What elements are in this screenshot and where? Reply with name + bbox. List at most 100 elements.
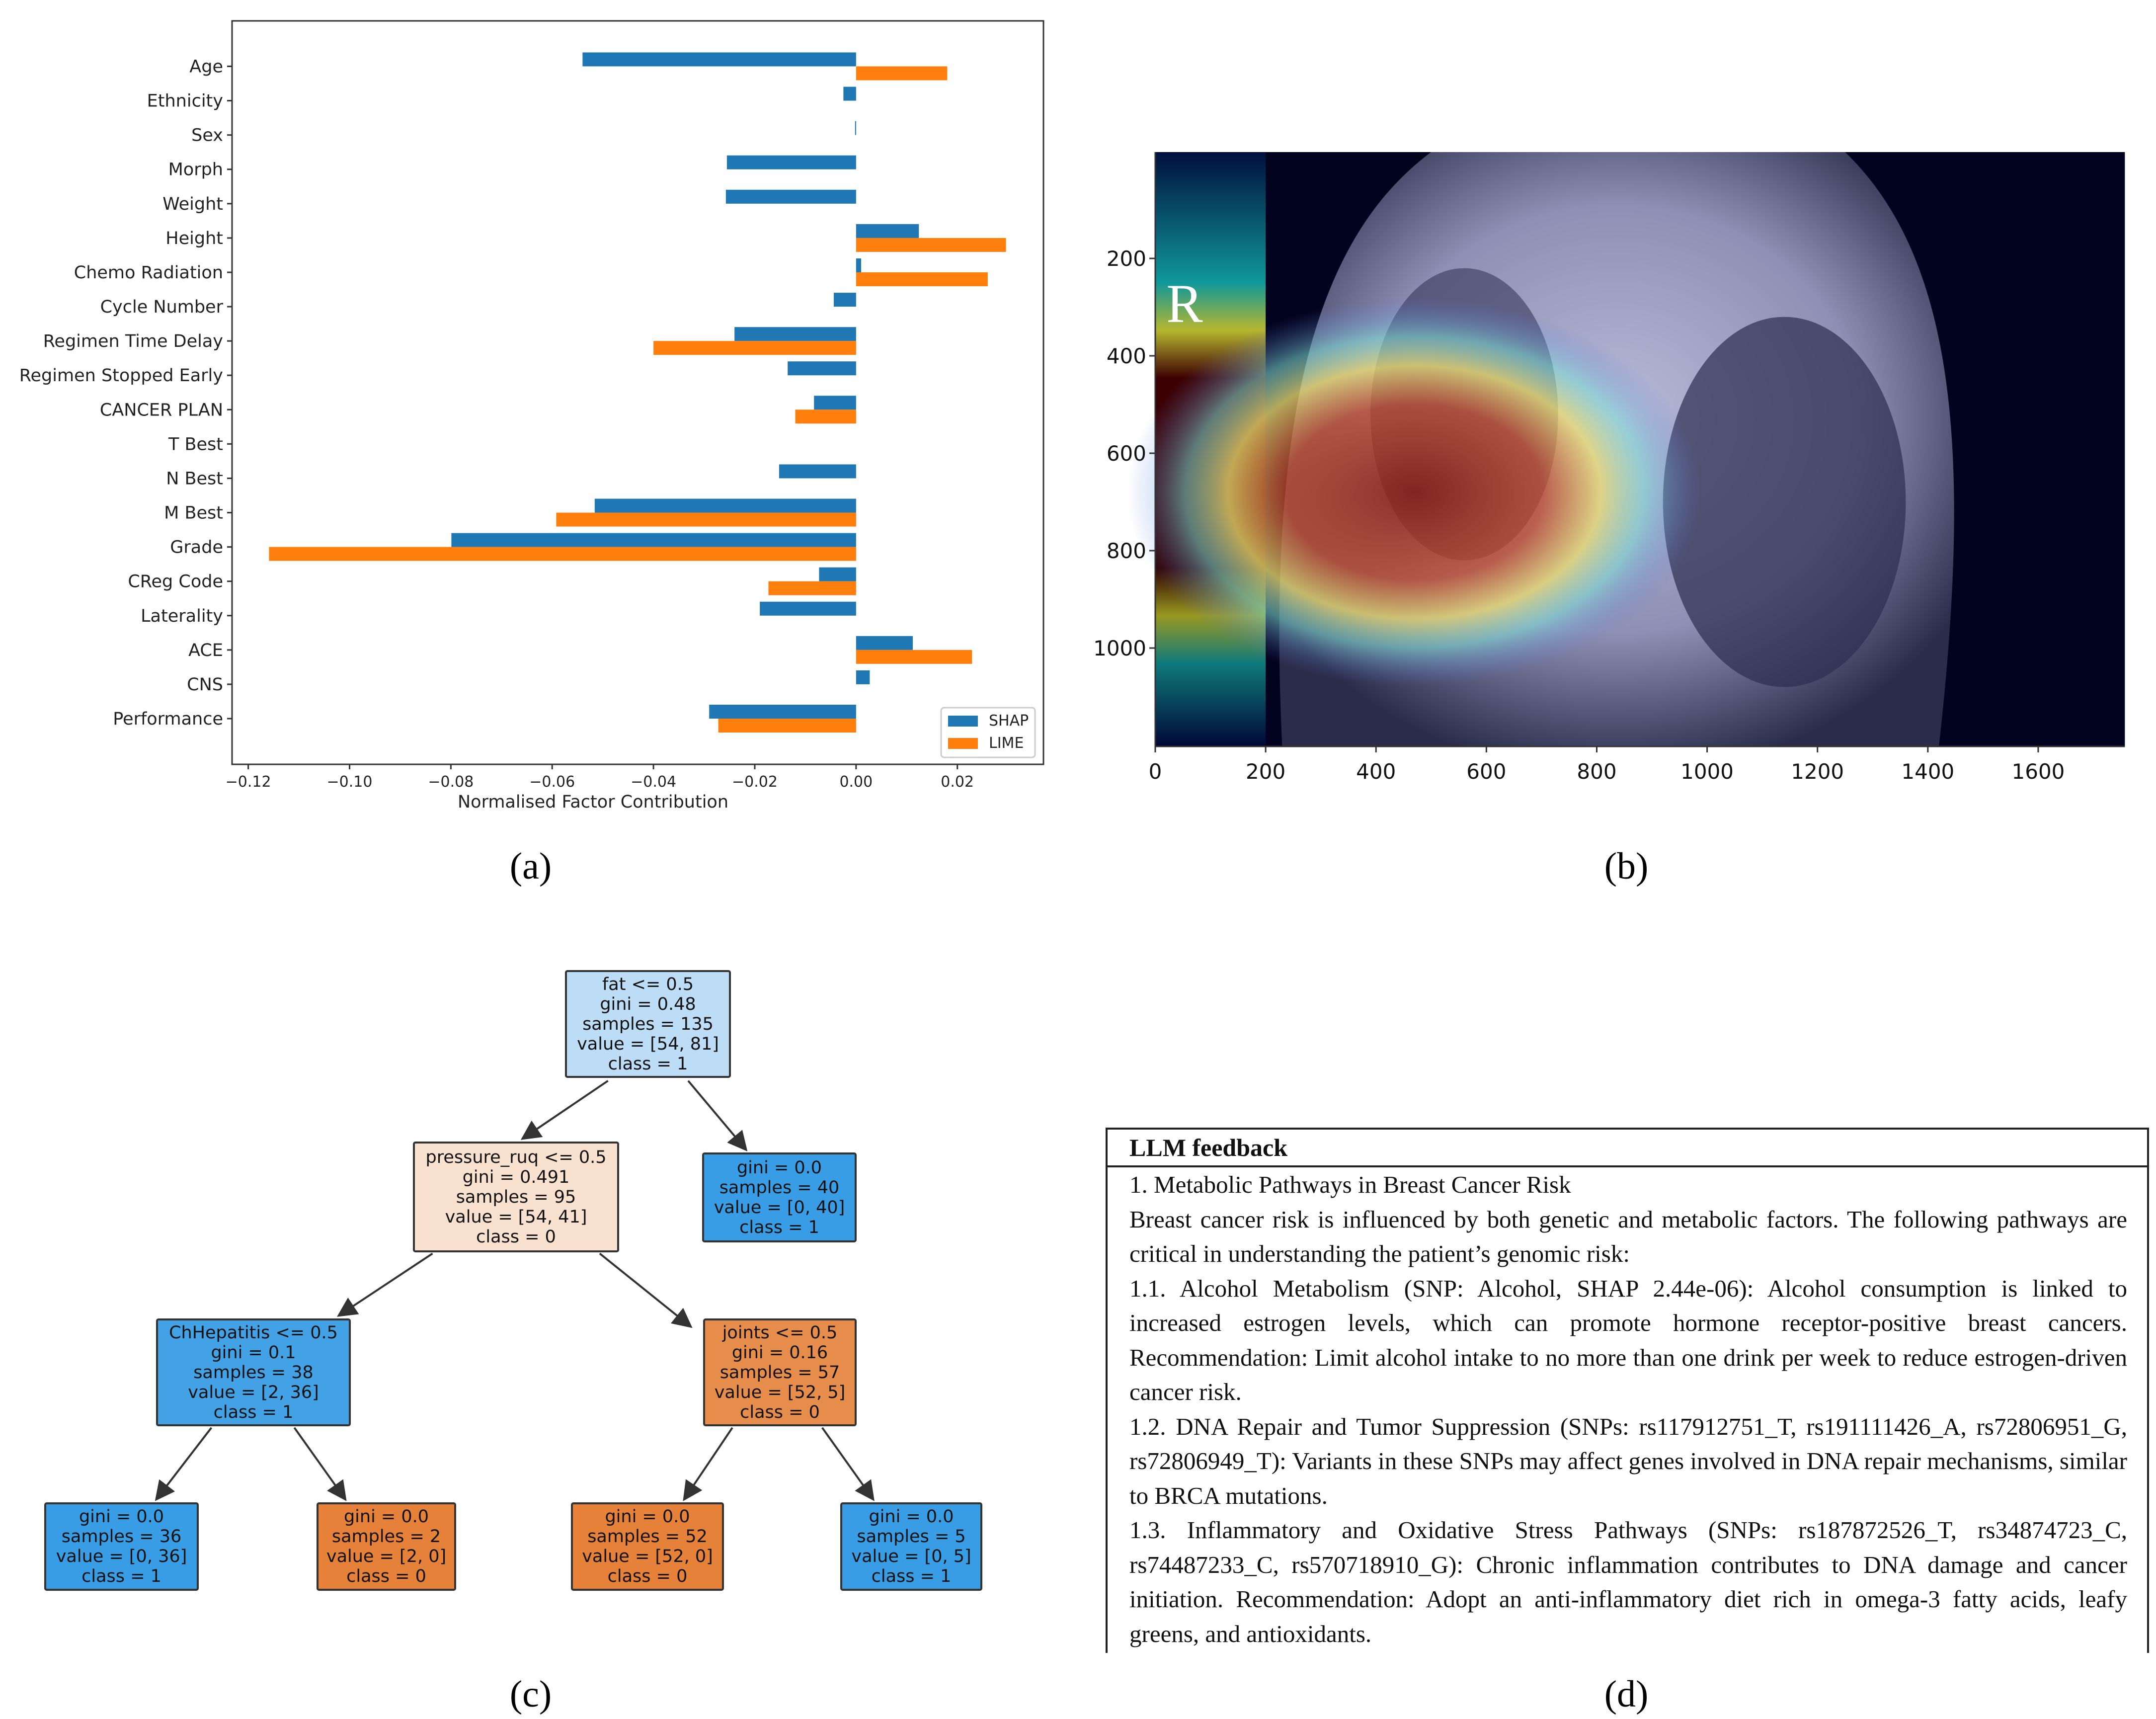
y-tick-label: 1000 [1093,636,1146,660]
node-line: class = 1 [81,1566,161,1586]
bar-shap [856,224,919,238]
y-tick-label: Morph [168,160,223,180]
node-line: samples = 135 [582,1014,714,1034]
bar-shap [833,293,856,307]
y-tick-label: 400 [1107,344,1146,368]
bar-lime [718,719,856,733]
node-line: pressure_ruq <= 0.5 [425,1147,607,1167]
bar-shap [843,86,856,101]
caption-b: (b) [1604,845,1649,887]
llm-feedback-box: LLM feedback 1. Metabolic Pathways in Br… [1106,1128,2149,1653]
node-line: value = [2, 0] [326,1547,447,1566]
node-line: gini = 0.491 [462,1167,570,1187]
node-line: samples = 95 [456,1187,576,1207]
bar-lime [856,272,988,286]
bar-lime [768,581,856,595]
y-tick-label: Age [189,57,223,77]
y-tick-label: Performance [113,709,223,729]
node-line: gini = 0.48 [600,994,696,1014]
node-line: ChHepatitis <= 0.5 [169,1322,338,1343]
tree-edge-arrow [683,1427,733,1501]
bar-shap [819,567,856,581]
node-line: class = 0 [607,1566,688,1586]
llm-paragraph: Breast cancer risk is influenced by both… [1129,1205,2127,1268]
bar-lime [653,341,856,355]
x-tick-label: 0.02 [941,773,974,791]
x-tick-label: 0.00 [839,773,873,791]
node-line: value = [52, 5] [714,1382,846,1402]
y-tick-label: Laterality [141,606,223,626]
y-tick-label: CANCER PLAN [100,400,223,420]
node-line: samples = 2 [331,1527,441,1547]
bar-shap [856,258,862,272]
bar-shap [594,498,856,513]
y-tick-label: M Best [164,503,223,523]
heatmap-hotspot [1127,297,1702,687]
overlay-label: R [1166,273,1203,333]
bar-lime [856,238,1006,252]
node-line: samples = 57 [719,1362,840,1383]
legend-swatch-lime [948,738,978,749]
node-line: samples = 38 [193,1362,314,1383]
legend-swatch-shap [948,716,978,727]
node-line: value = [54, 41] [445,1207,587,1227]
bar-lime [556,512,856,527]
y-tick-label: Regimen Time Delay [43,331,223,351]
bar-lime [269,547,856,561]
node-line: samples = 52 [587,1527,708,1547]
bar-shap [709,705,856,719]
node-line: gini = 0.0 [869,1507,954,1527]
y-tick-label: Chemo Radiation [74,263,223,283]
tree-edge-arrow [687,1080,748,1151]
x-axis-label: Normalised Factor Contribution [458,792,728,812]
tree-edge-arrow [821,1427,875,1501]
x-tick-label: −0.08 [428,773,474,791]
y-tick-label: N Best [166,469,223,489]
node-line: class = 0 [346,1566,426,1586]
x-tick-label: 1200 [1791,759,1844,784]
bar-shap [582,52,856,67]
bar-lime [795,409,856,424]
left-lung [1663,317,1906,687]
bar-lime [856,650,972,664]
node-line: gini = 0.16 [731,1342,828,1363]
llm-paragraph: 1. Metabolic Pathways in Breast Cancer R… [1129,1171,1571,1198]
node-line: joints <= 0.5 [722,1322,838,1343]
y-tick-label: ACE [188,641,223,660]
y-tick-label: Cycle Number [100,297,224,317]
node-line: class = 0 [476,1227,556,1247]
y-tick-label: CNS [187,675,223,695]
node-line: gini = 0.0 [79,1507,164,1527]
node-line: samples = 40 [719,1177,840,1198]
y-tick-label: 200 [1107,246,1146,271]
y-tick-label: Grade [170,538,223,558]
node-line: samples = 36 [61,1527,182,1547]
node-line: value = [0, 5] [851,1547,971,1566]
bar-shap [855,121,856,135]
x-tick-label: 800 [1577,759,1616,784]
bar-shap [451,533,856,547]
node-line: gini = 0.1 [211,1342,296,1363]
bar-shap [856,636,913,650]
plot-frame [231,20,1044,765]
tree-edge-arrow [337,1252,433,1317]
bar-shap [856,670,870,684]
y-tick-label: CReg Code [128,572,223,592]
node-line: class = 1 [213,1402,294,1422]
x-tick-label: −0.10 [327,773,373,791]
y-tick-label: Ethnicity [147,91,223,111]
x-tick-label: −0.12 [226,773,271,791]
node-line: fat <= 0.5 [602,974,694,994]
bar-shap [725,189,856,204]
y-tick-label: Regimen Stopped Early [19,366,223,386]
